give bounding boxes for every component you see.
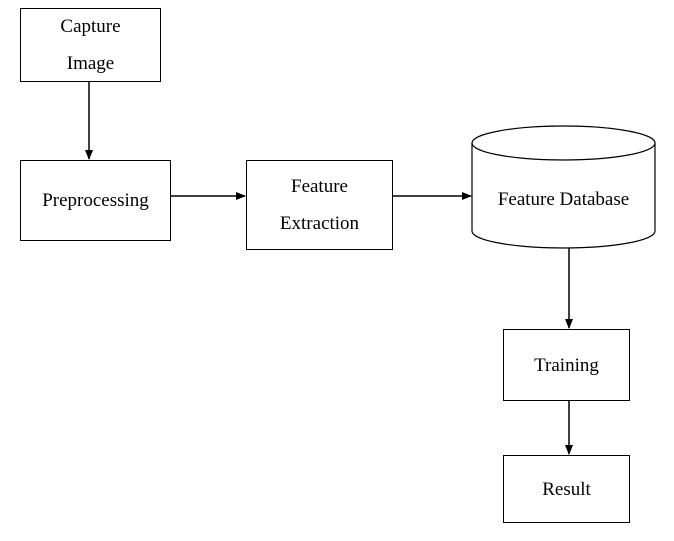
result-label: Result [542,478,591,500]
feature-extraction-label-line2: Extraction [279,213,360,234]
preprocessing-node: Preprocessing [20,160,171,241]
capture-image-label-line2: Image [66,53,115,74]
preprocessing-label: Preprocessing [42,190,149,211]
feature-database-label: Feature Database [497,189,630,210]
feature-extraction-node: Feature Extraction [246,160,393,250]
result-node: Result [503,455,630,523]
training-node: Training [503,329,630,401]
training-label: Training [534,354,599,376]
feature-extraction-label-line1: Feature [291,176,348,197]
capture-image-node: Capture Image [20,8,161,82]
capture-image-label-line1: Capture [60,16,121,37]
feature-database-cylinder [471,125,656,249]
